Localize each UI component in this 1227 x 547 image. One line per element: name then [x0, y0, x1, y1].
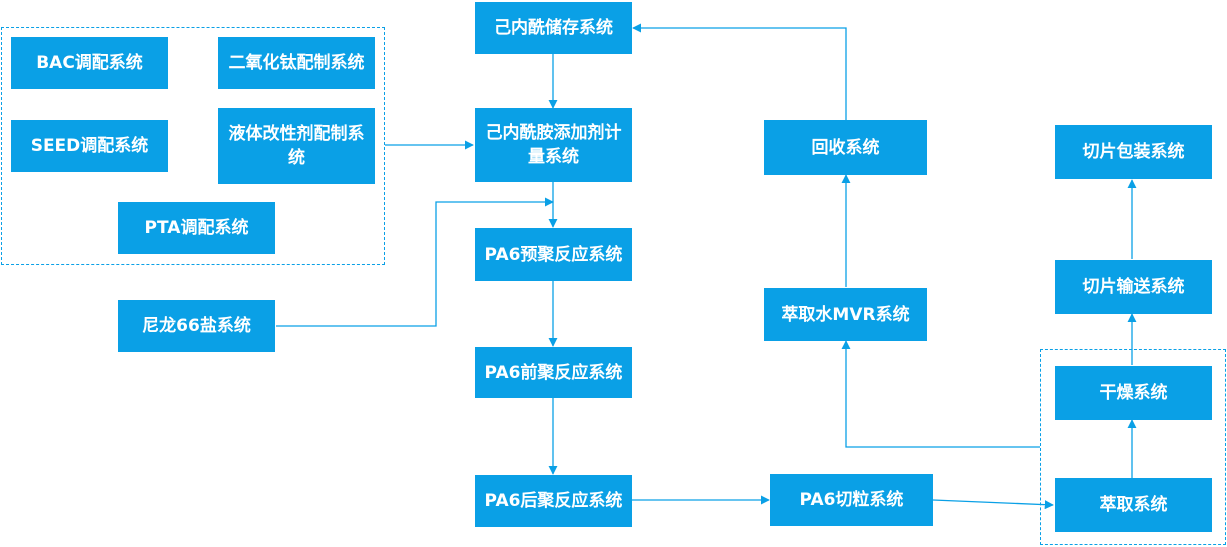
arrow-recovery-to-storage [632, 23, 847, 120]
node-extraction: 萃取系统 [1055, 478, 1212, 532]
raw-material-prep-group [1, 27, 385, 265]
node-additive-metering: 己内酰胺添加剂计量系统 [475, 108, 632, 182]
node-nylon66: 尼龙66盐系统 [118, 300, 275, 352]
node-chip-packing: 切片包装系统 [1055, 125, 1212, 179]
node-cutting: PA6切粒系统 [770, 474, 933, 526]
node-bac: BAC调配系统 [11, 37, 168, 89]
node-pre-poly: PA6预聚反应系统 [475, 228, 632, 281]
arrow-group-to-mvr [841, 340, 1040, 448]
node-chip-transport: 切片输送系统 [1055, 260, 1212, 314]
node-pta: PTA调配系统 [118, 202, 275, 254]
node-liquid-modifier: 液体改性剂配制系统 [218, 108, 375, 184]
node-seed: SEED调配系统 [11, 120, 168, 172]
node-post-poly: PA6后聚反应系统 [475, 475, 632, 527]
arrow-cutting-to-extraction [932, 499, 1054, 510]
node-mvr: 萃取水MVR系统 [764, 288, 927, 341]
arrow-nylon66-to-prepoly [276, 197, 554, 327]
node-front-poly: PA6前聚反应系统 [475, 347, 632, 398]
node-recovery: 回收系统 [764, 120, 927, 175]
node-caprolactam-storage: 己内酰储存系统 [475, 2, 632, 54]
extraction-drying-group [1040, 349, 1226, 545]
node-tio2: 二氧化钛配制系统 [218, 37, 375, 89]
node-drying: 干燥系统 [1055, 366, 1212, 420]
